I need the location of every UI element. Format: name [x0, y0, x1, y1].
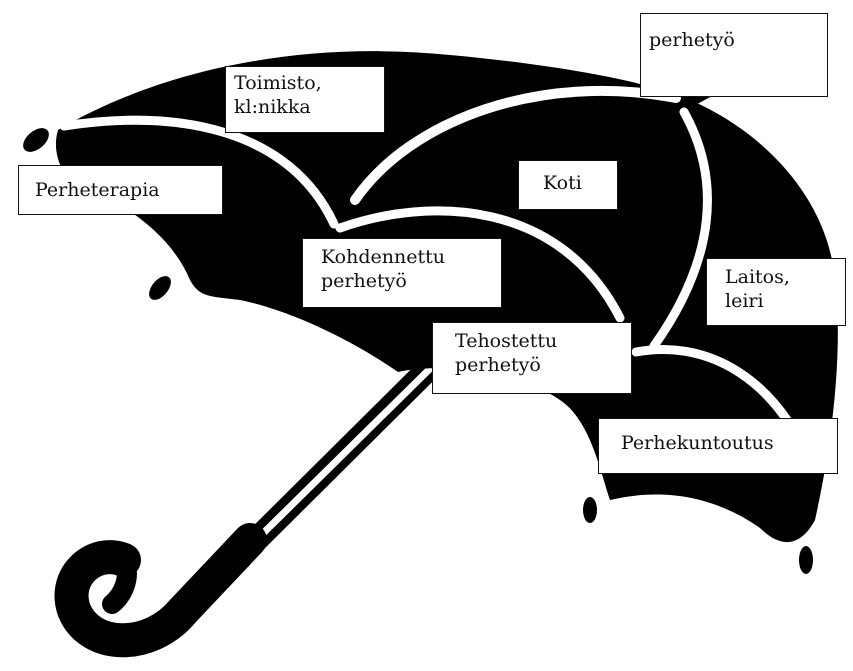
- label-kohdennettu-line1: Kohdennettu: [321, 246, 445, 268]
- label-koti-text: Koti: [543, 172, 582, 194]
- rain-drop: [23, 128, 49, 152]
- label-laitos-line2: leiri: [725, 290, 764, 312]
- rain-drops: [23, 128, 813, 574]
- label-perhetyo-text: perhetyö: [649, 29, 735, 51]
- label-tehostettu-perhetyo: Tehostettu perhetyö: [432, 322, 632, 394]
- label-toimisto-line2: kl:nikka: [234, 96, 311, 118]
- label-perhekuntoutus: Perhekuntoutus: [598, 418, 838, 474]
- label-laitos-line1: Laitos,: [725, 266, 790, 288]
- label-perheterapia-text: Perheterapia: [35, 179, 160, 201]
- label-tehostettu-line2: perhetyö: [455, 354, 541, 376]
- label-tehostettu-line1: Tehostettu: [455, 330, 558, 352]
- label-koti: Koti: [518, 160, 618, 210]
- label-toimisto-line1: Toimisto,: [234, 72, 322, 94]
- label-toimisto-klinikka: Toimisto, kl:nikka: [225, 66, 385, 133]
- label-kohdennettu-perhetyo: Kohdennettu perhetyö: [302, 238, 502, 308]
- label-perhekuntoutus-text: Perhekuntoutus: [621, 432, 774, 454]
- label-perhetyo: perhetyö: [640, 13, 828, 97]
- rain-drop: [149, 276, 171, 300]
- label-perheterapia: Perheterapia: [18, 165, 223, 215]
- rain-drop: [799, 546, 813, 574]
- label-laitos-leiri: Laitos, leiri: [706, 258, 846, 326]
- rain-drop: [583, 497, 597, 523]
- label-kohdennettu-line2: perhetyö: [321, 270, 407, 292]
